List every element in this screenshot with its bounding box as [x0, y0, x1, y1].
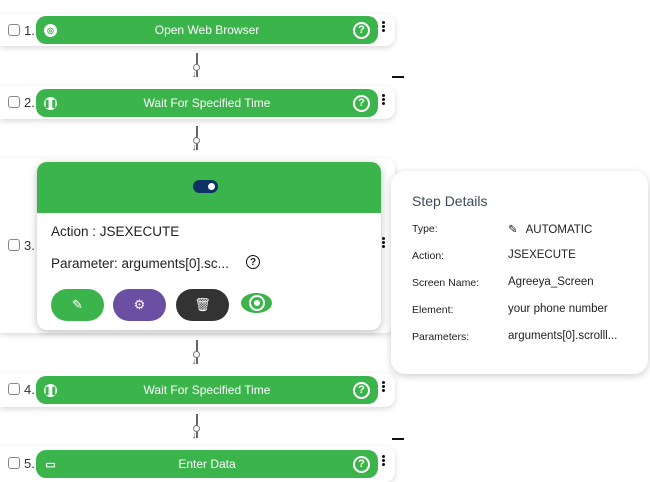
step-row-1: 1. ◎ Open Web Browser ? [0, 14, 395, 46]
step-bar[interactable]: ❚❚ Wait For Specified Time ? [36, 89, 378, 117]
step-label: Wait For Specified Time [143, 383, 271, 397]
trash-icon: 🗑 [194, 297, 211, 312]
detail-label: Type: [412, 223, 438, 235]
laptop-code-icon: ▭ [45, 458, 56, 471]
collapse-icon[interactable] [392, 438, 404, 440]
connector: ↓ [192, 53, 200, 79]
step-label: Enter Data [178, 457, 236, 471]
detail-value: Agreeya_Screen [508, 276, 594, 288]
step-bar[interactable]: ❚❚ Wait For Specified Time ? [36, 376, 378, 404]
step-checkbox[interactable] [8, 457, 20, 469]
step-number: 3. [24, 238, 35, 253]
edit-icon: ✎ [72, 297, 83, 312]
help-icon[interactable]: ? [246, 255, 260, 269]
eye-icon[interactable] [241, 293, 272, 313]
popup-parameter: Parameter: arguments[0].sc... [51, 256, 229, 271]
step-label: Wait For Specified Time [143, 96, 271, 110]
more-options-icon[interactable] [382, 454, 386, 467]
step-number: 4. [24, 382, 35, 397]
help-icon[interactable]: ? [353, 455, 370, 473]
delete-button[interactable]: 🗑 [176, 289, 229, 321]
help-icon[interactable]: ? [353, 94, 370, 112]
detail-value: arguments[0].scrolll... [508, 330, 618, 342]
detail-label: Screen Name: [412, 277, 480, 289]
enable-toggle[interactable] [193, 180, 218, 193]
step-row-2: 2. ❚❚ Wait For Specified Time ? [0, 86, 395, 119]
help-icon[interactable]: ? [353, 21, 370, 39]
detail-value: ✎AUTOMATIC [508, 224, 593, 236]
detail-label: Element: [412, 304, 454, 316]
more-options-icon[interactable] [382, 20, 386, 33]
step-row-4: 4. ❚❚ Wait For Specified Time ? [0, 373, 395, 407]
step-details-panel: Step Details Type: ✎AUTOMATIC Action: JS… [391, 171, 648, 374]
step-label: Open Web Browser [154, 23, 260, 37]
step-bar[interactable]: ▭ Enter Data ? [36, 450, 378, 478]
connector: ↓ [192, 414, 200, 440]
pause-icon: ❚❚ [43, 383, 58, 397]
step-checkbox[interactable] [8, 383, 20, 395]
step-bar[interactable]: ◎ Open Web Browser ? [36, 16, 378, 44]
detail-label: Action: [412, 250, 445, 262]
step-checkbox[interactable] [8, 239, 20, 251]
chrome-icon: ◎ [44, 23, 57, 37]
connector: ↓ [192, 340, 200, 366]
help-icon[interactable]: ? [353, 381, 370, 399]
connector: ↓ [192, 126, 200, 152]
details-title: Step Details [412, 193, 488, 209]
more-options-icon[interactable] [382, 93, 386, 106]
step-popup: Action : JSEXECUTE Parameter: arguments[… [37, 162, 381, 330]
detail-value: JSEXECUTE [508, 249, 576, 261]
step-checkbox[interactable] [8, 96, 20, 108]
step-number: 1. [24, 23, 35, 38]
gear-icon: ⚙ [133, 297, 146, 312]
more-options-icon[interactable] [382, 380, 386, 393]
edit-button[interactable]: ✎ [51, 289, 104, 321]
pencil-icon: ✎ [508, 224, 518, 236]
step-number: 5. [24, 456, 35, 471]
collapse-icon[interactable] [392, 76, 404, 78]
popup-action: Action : JSEXECUTE [51, 224, 180, 239]
settings-button[interactable]: ⚙ [113, 289, 166, 321]
detail-value: your phone number [508, 303, 608, 315]
step-number: 2. [24, 95, 35, 110]
pause-icon: ❚❚ [43, 96, 58, 110]
step-checkbox[interactable] [8, 24, 20, 36]
detail-label: Parameters: [412, 331, 470, 343]
more-options-icon[interactable] [382, 236, 386, 249]
step-row-5: 5. ▭ Enter Data ? [0, 446, 395, 482]
